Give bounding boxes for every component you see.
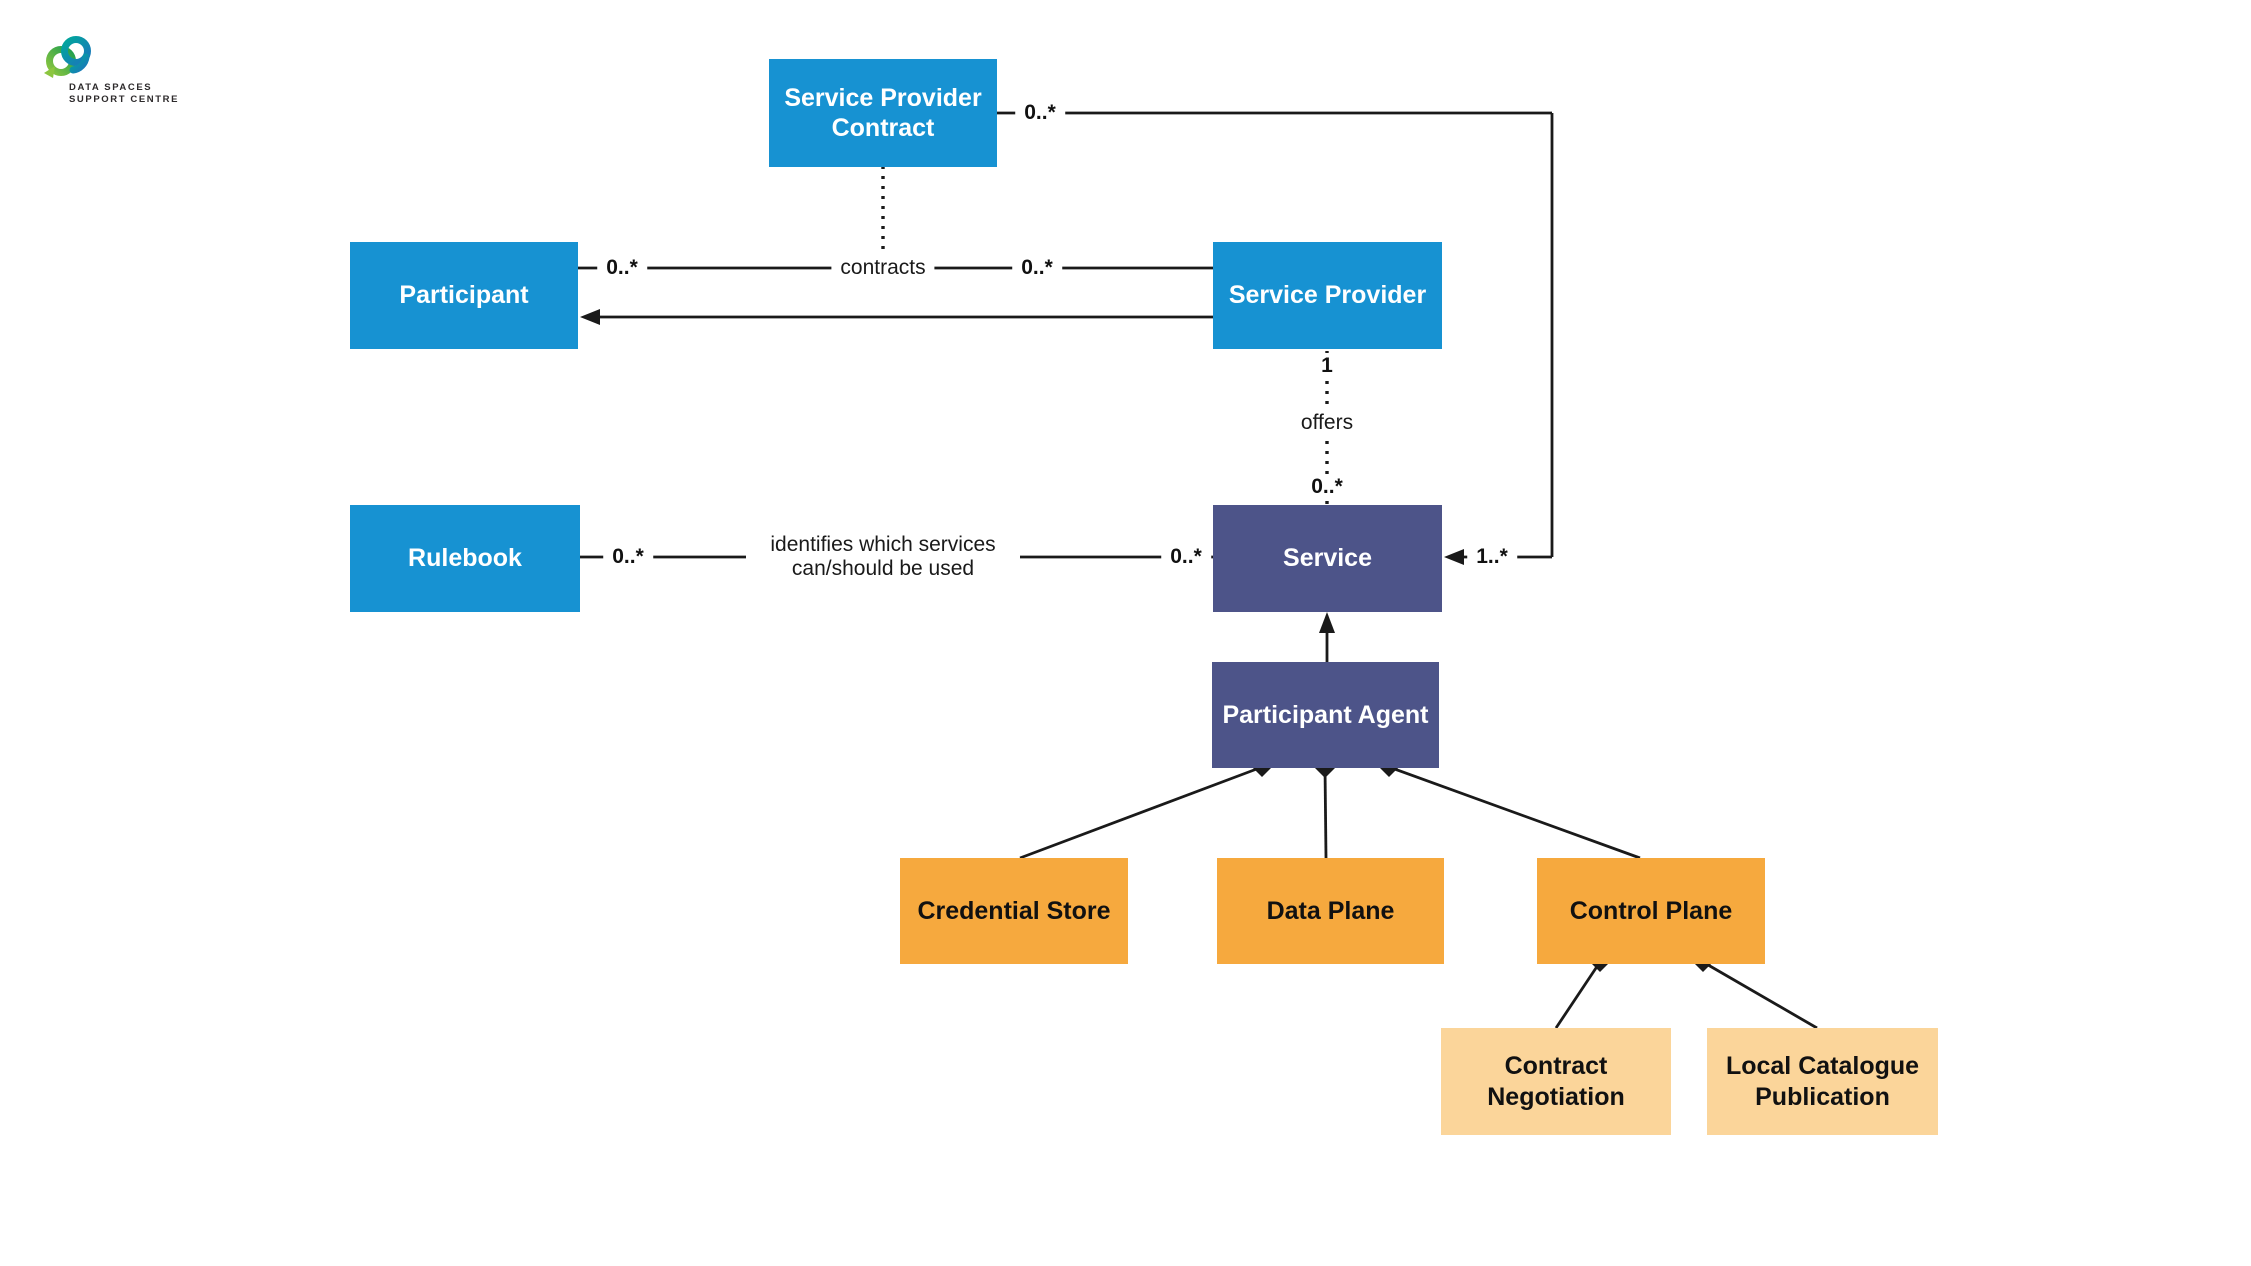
edge-note-identifies-services: identifies which services can/should be … xyxy=(746,530,1020,584)
edge-label-contracts: contracts xyxy=(831,255,935,281)
multiplicity-offers-one: 1 xyxy=(1312,353,1342,379)
node-local-catalogue-publication: Local Catalogue Publication xyxy=(1707,1028,1938,1135)
node-participant-agent: Participant Agent xyxy=(1212,662,1439,768)
node-rulebook: Rulebook xyxy=(350,505,580,612)
multiplicity-contracts-right: 0..* xyxy=(1012,255,1062,281)
logo-text-line1: DATA SPACES xyxy=(69,82,153,93)
multiplicity-rulebook: 0..* xyxy=(603,544,653,570)
node-service-provider-contract: Service Provider Contract xyxy=(769,59,997,167)
node-label: Rulebook xyxy=(408,544,522,573)
node-label: Participant xyxy=(399,281,529,310)
node-service: Service xyxy=(1213,505,1442,612)
edge-pa-compositions xyxy=(1019,757,1641,860)
node-data-plane: Data Plane xyxy=(1217,858,1444,964)
multiplicity-service-left: 0..* xyxy=(1161,544,1211,570)
node-service-provider: Service Provider xyxy=(1213,242,1442,349)
node-label: Participant Agent xyxy=(1222,700,1429,729)
node-label: Data Plane xyxy=(1266,896,1395,925)
edge-note-line2: can/should be used xyxy=(791,557,975,580)
node-label: Control Plane xyxy=(1569,896,1733,925)
node-label: Service xyxy=(1283,544,1372,573)
node-label: Credential Store xyxy=(917,896,1111,925)
node-control-plane: Control Plane xyxy=(1537,858,1765,964)
node-label: Local Catalogue Publication xyxy=(1725,1052,1920,1111)
logo-text: DATA SPACES SUPPORT CENTRE xyxy=(69,82,179,106)
node-label: Service Provider Contract xyxy=(784,83,982,143)
dssc-logo: DATA SPACES SUPPORT CENTRE xyxy=(40,33,240,113)
multiplicity-offers-many: 0..* xyxy=(1302,474,1352,500)
multiplicity-spc-service: 0..* xyxy=(1015,100,1065,126)
dssc-logo-icon xyxy=(44,36,91,78)
edge-label-offers: offers xyxy=(1291,410,1363,436)
edge-note-line1: identifies which services xyxy=(770,532,996,556)
logo-text-line2: SUPPORT CENTRE xyxy=(69,94,180,105)
multiplicity-service-right: 1..* xyxy=(1467,544,1517,570)
node-label: Contract Negotiation xyxy=(1487,1052,1625,1111)
multiplicity-contracts-left: 0..* xyxy=(597,255,647,281)
node-label: Service Provider xyxy=(1228,281,1427,310)
node-participant: Participant xyxy=(350,242,578,349)
node-contract-negotiation: Contract Negotiation xyxy=(1441,1028,1671,1135)
edge-contracts xyxy=(578,166,1213,270)
edge-pa-to-service xyxy=(1319,612,1335,662)
edge-sp-to-participant xyxy=(580,309,1213,325)
node-credential-store: Credential Store xyxy=(900,858,1128,964)
